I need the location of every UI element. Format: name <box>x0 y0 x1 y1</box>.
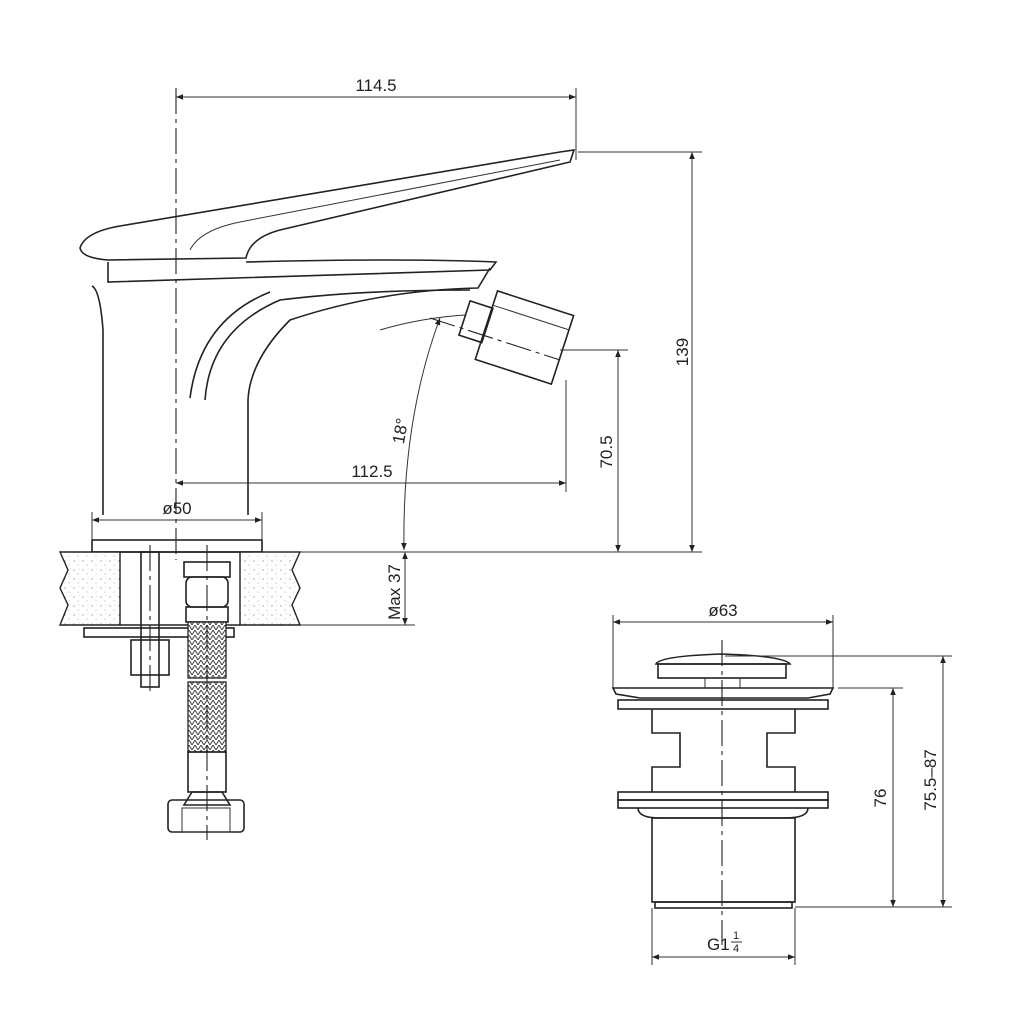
pop-up-cap <box>654 653 792 665</box>
thread-whole: G1 <box>707 935 730 954</box>
dim-arc-spout-angle <box>401 317 441 551</box>
flexible-hose <box>167 545 245 840</box>
lever-handle <box>79 149 576 261</box>
dim-height: 139 <box>673 338 692 366</box>
mounting-stud <box>130 545 170 695</box>
aerator <box>457 289 575 386</box>
thread-denominator: 4 <box>733 943 739 955</box>
dim-base-diameter: ø50 <box>162 499 191 518</box>
faucet-body <box>91 267 491 515</box>
dim-spout-angle: 18° <box>389 417 412 446</box>
spout <box>189 289 471 401</box>
dim-spout-height: 70.5 <box>597 435 616 468</box>
drain-flange <box>611 687 835 699</box>
thread-numerator: 1 <box>733 930 739 942</box>
dim-body-height: 76 <box>871 789 890 808</box>
faucet-cap <box>107 259 498 283</box>
locknut-washer <box>617 791 829 801</box>
dim-spout-reach: 112.5 <box>351 462 392 481</box>
base-flange <box>91 539 263 553</box>
drain-side-view: ø63 76 75.5–87 G1 1 4 <box>611 601 952 965</box>
drain-body <box>651 709 796 792</box>
dim-max-counter: Max 37 <box>385 564 404 620</box>
dim-adjustable-height: 75.5–87 <box>921 749 940 810</box>
counter-section-left <box>58 551 121 626</box>
counter-section-right <box>239 551 302 626</box>
dim-flange-diameter: ø63 <box>708 601 737 620</box>
dim-overall-length: 114.5 <box>355 76 396 95</box>
faucet-side-view: 114.5 139 70.5 112.5 18° ø50 Max 37 <box>58 76 702 840</box>
threaded-tail <box>651 817 796 903</box>
dim-thread-size: G1 1 4 <box>707 930 742 955</box>
